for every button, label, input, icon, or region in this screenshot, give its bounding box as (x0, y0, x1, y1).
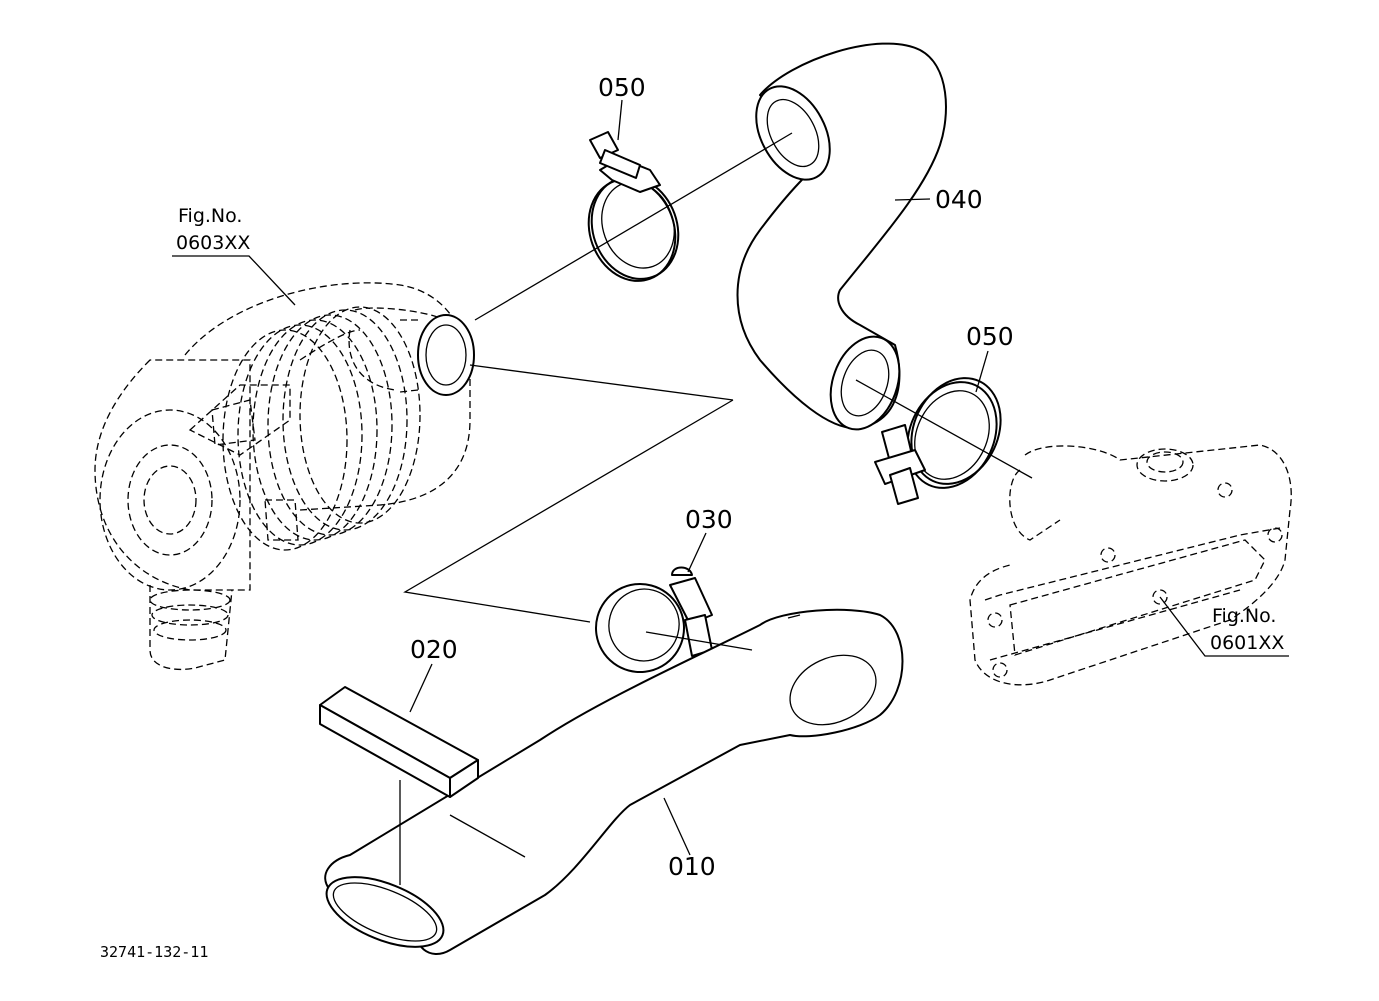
air-cleaner-assembly (94, 282, 471, 671)
air-duct-010 (324, 608, 904, 955)
fig-ref-manifold-line1: Fig.No. (1212, 605, 1276, 627)
part-label-010: 010 (668, 852, 716, 881)
fig-ref-air-cleaner-line2: 0603XX (176, 232, 250, 254)
document-number: 32741-132-11 (100, 943, 208, 961)
hose-clamp-050-right (874, 377, 1002, 505)
fig-ref-manifold-line2: 0601XX (1210, 632, 1284, 654)
hose-040 (736, 42, 947, 431)
part-label-020: 020 (410, 635, 458, 664)
intake-manifold (969, 444, 1292, 686)
part-label-050-right: 050 (966, 322, 1014, 351)
hose-clamp-050-top (587, 131, 680, 282)
air-cleaner-outlet (399, 314, 475, 396)
part-label-050-top: 050 (598, 73, 646, 102)
foam-pad-020 (319, 686, 479, 798)
air-cleaner-ribs (222, 306, 421, 551)
part-label-040: 040 (935, 185, 983, 214)
fig-ref-air-cleaner-line1: Fig.No. (178, 205, 242, 227)
part-label-030: 030 (685, 505, 733, 534)
assembly-lines (172, 99, 1289, 885)
hose-clamp-030 (595, 566, 713, 673)
